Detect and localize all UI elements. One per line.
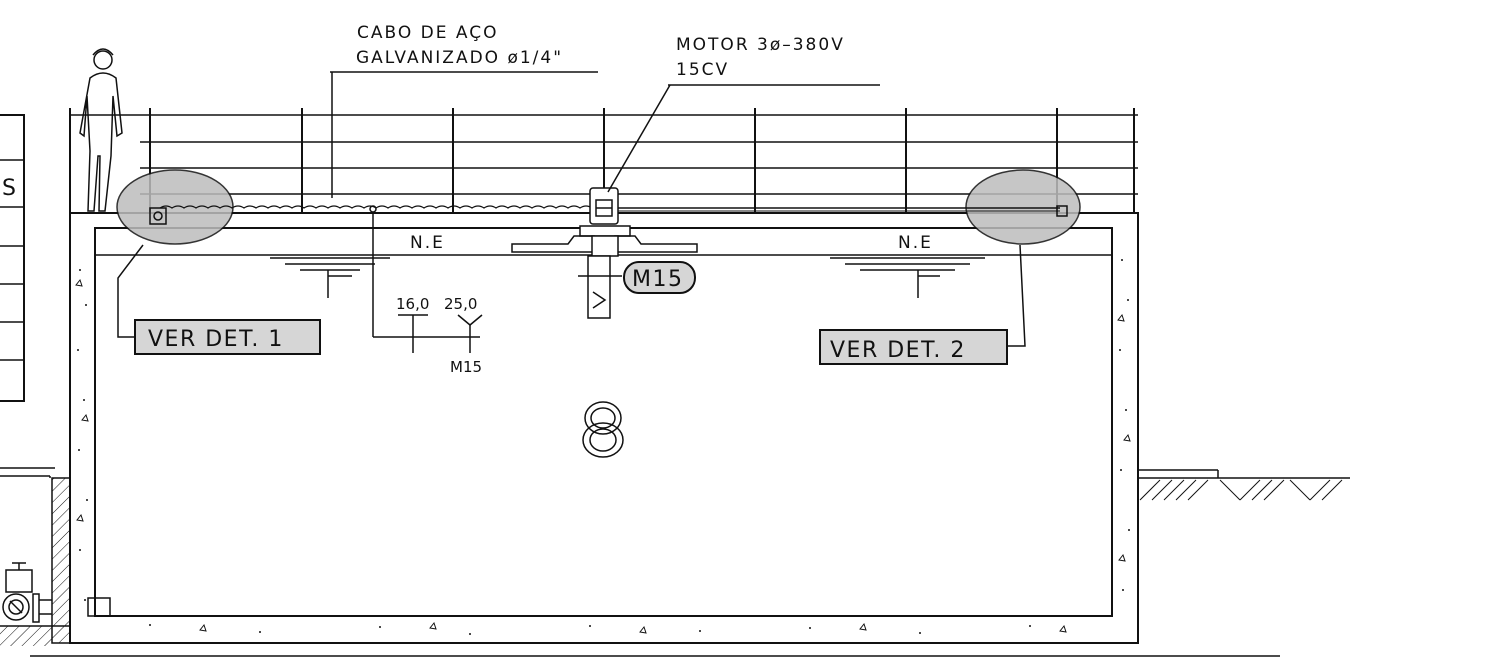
elevation-high-label: 25,0 [444, 295, 477, 313]
elevation-low-label: 16,0 [396, 295, 429, 313]
cable-note-line2: GALVANIZADO ø1/4" [356, 48, 563, 68]
detail-2-tag: VER DET. 2 [819, 329, 1008, 365]
elevation-tag-label: M15 [450, 358, 482, 376]
water-level-right [830, 257, 985, 298]
motor-note-line1: MOTOR 3ø–380V [676, 35, 845, 55]
ground-right [1138, 469, 1350, 501]
equipment-tag-label: M15 [632, 267, 683, 292]
motor-note-line2: 15CV [676, 60, 729, 80]
detail-1-label: VER DET. 1 [148, 327, 284, 352]
detail-2-label: VER DET. 2 [830, 338, 966, 363]
leader-lines [117, 71, 1026, 347]
adjacent-structure-left [0, 467, 111, 646]
steel-cable [149, 205, 1068, 225]
mixer-motor [511, 187, 698, 319]
table-cut-letter: S [2, 176, 17, 201]
valve-icon [2, 562, 52, 623]
water-level-label-left: N.E [410, 233, 445, 253]
water-level-left [270, 257, 390, 298]
legend-table-fragment: S [0, 114, 25, 402]
cable-note-line1: CABO DE AÇO [357, 23, 498, 43]
equipment-tag: M15 [623, 261, 696, 294]
worker-figure [79, 48, 123, 212]
water-level-label-right: N.E [898, 233, 933, 253]
elevation-marker [372, 212, 483, 353]
detail-1-tag: VER DET. 1 [134, 319, 321, 355]
pipe-flanges [582, 401, 624, 458]
detail-2-highlight [965, 169, 1081, 245]
